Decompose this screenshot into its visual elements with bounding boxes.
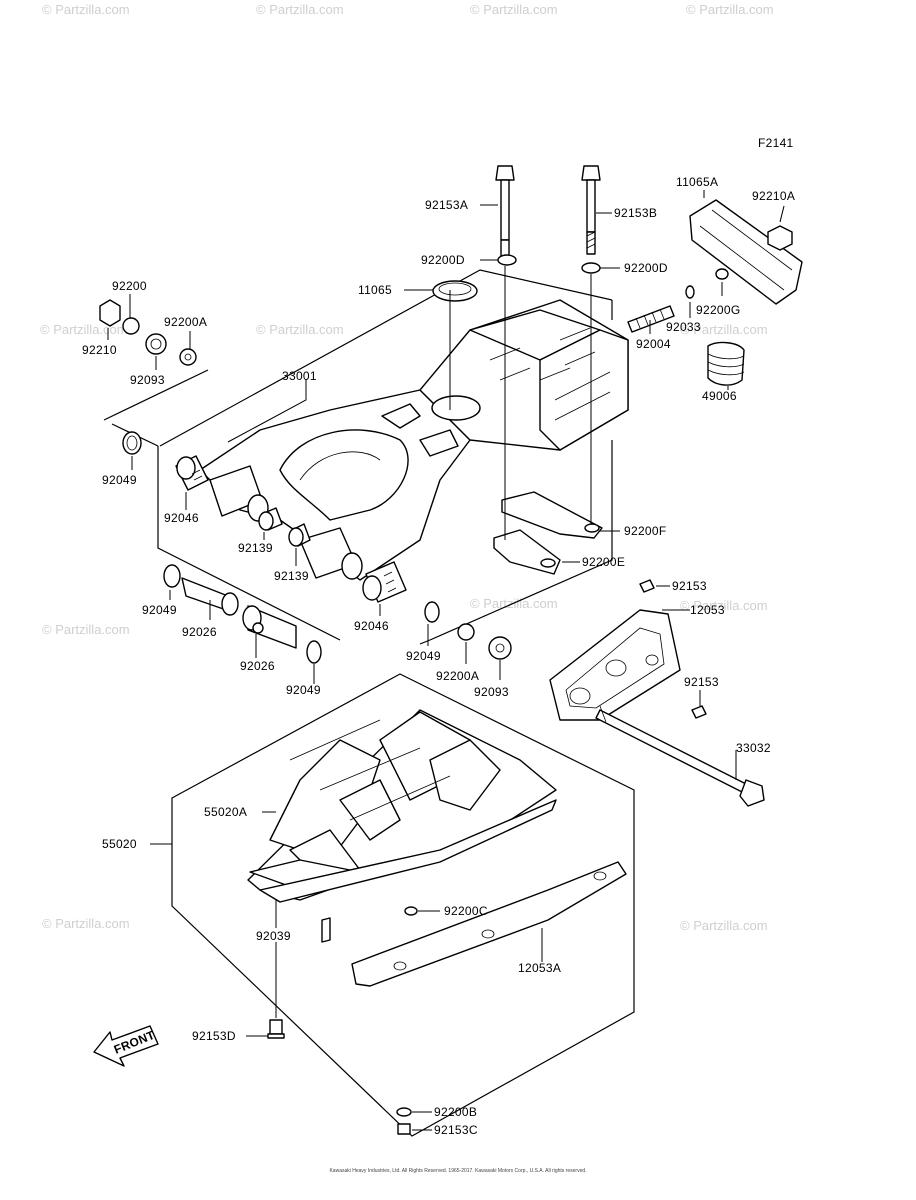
label-92049: 92049 — [406, 649, 441, 663]
washer-92093 — [145, 333, 167, 355]
rivet-92039 — [321, 917, 331, 943]
label-92093: 92093 — [474, 685, 509, 699]
watermark: © Partzilla.com — [256, 322, 344, 337]
skid-plate-outline — [171, 673, 635, 1137]
label-92200B: 92200B — [434, 1105, 477, 1119]
stud-92004 — [627, 305, 675, 333]
seal-92049 — [424, 601, 440, 623]
watermark: © Partzilla.com — [680, 322, 768, 337]
pivot-shaft-33032 — [595, 705, 765, 807]
label-92200A: 92200A — [436, 669, 479, 683]
watermark: © Partzilla.com — [680, 918, 768, 933]
label-92004: 92004 — [636, 337, 671, 351]
washer-92200G — [715, 268, 729, 280]
washer-92200C — [404, 906, 418, 916]
slider-12053A — [351, 861, 627, 987]
label-92153A: 92153A — [425, 198, 468, 212]
washer-92200D — [581, 262, 601, 274]
washer-92093 — [488, 636, 512, 660]
washer-92200D — [497, 254, 517, 266]
figure-code: F2141 — [758, 136, 794, 150]
label-92153: 92153 — [684, 675, 719, 689]
label-92200E: 92200E — [582, 555, 625, 569]
washer-92200A — [179, 348, 197, 366]
label-92049: 92049 — [286, 683, 321, 697]
label-92200D: 92200D — [624, 261, 668, 275]
label-92200F: 92200F — [624, 524, 667, 538]
label-92026: 92026 — [182, 625, 217, 639]
label-92046: 92046 — [164, 511, 199, 525]
label-92093: 92093 — [130, 373, 165, 387]
label-92200A: 92200A — [164, 315, 207, 329]
label-92153B: 92153B — [614, 206, 657, 220]
part-labels: 92153A 92153B 11065A 92210A 92200D 92200… — [82, 175, 795, 1137]
bushing-92046-left — [175, 455, 209, 491]
seal-92049 — [122, 431, 142, 455]
bolt-92153A — [495, 165, 515, 263]
label-33001: 33001 — [282, 369, 317, 383]
washer-92200 — [122, 317, 140, 335]
bracket-11065A — [689, 199, 803, 305]
watermark: © Partzilla.com — [42, 2, 130, 17]
washer-92200A — [457, 623, 475, 641]
label-92139: 92139 — [238, 541, 273, 555]
label-55020: 55020 — [102, 837, 137, 851]
watermark: © Partzilla.com — [40, 322, 128, 337]
nut-92210 — [99, 299, 121, 327]
label-12053A: 12053A — [518, 961, 561, 975]
label-92210A: 92210A — [752, 189, 795, 203]
watermark: © Partzilla.com — [680, 598, 768, 613]
bolt-92153 — [639, 579, 655, 593]
swingarm-outline — [103, 269, 613, 645]
label-92033: 92033 — [666, 320, 701, 334]
label-92200C: 92200C — [444, 904, 488, 918]
label-92026: 92026 — [240, 659, 275, 673]
label-92153: 92153 — [672, 579, 707, 593]
boot-49006 — [707, 341, 745, 386]
nut-92210A — [767, 225, 793, 251]
label-92153D: 92153D — [192, 1029, 236, 1043]
label-33032: 33032 — [736, 741, 771, 755]
front-arrow-icon: FRONT — [93, 1025, 159, 1067]
label-11065: 11065 — [358, 283, 392, 297]
label-12053: 12053 — [690, 603, 725, 617]
bolt-92153 — [691, 705, 707, 719]
label-92200: 92200 — [112, 279, 147, 293]
bushing-92046-right — [362, 561, 407, 603]
watermark: © Partzilla.com — [42, 622, 130, 637]
label-92200D: 92200D — [421, 253, 465, 267]
clip-92033 — [685, 285, 695, 299]
washer-92200B — [396, 1107, 412, 1117]
label-92049: 92049 — [142, 603, 177, 617]
label-55020A: 55020A — [204, 805, 247, 819]
leader-lines — [107, 190, 785, 1131]
pivot-parts-lower — [163, 564, 322, 664]
label-11065A: 11065A — [676, 175, 718, 189]
label-92046: 92046 — [354, 619, 389, 633]
watermark: © Partzilla.com — [686, 2, 774, 17]
cap-11065 — [432, 280, 478, 302]
plate-92200E — [493, 529, 561, 575]
label-92039: 92039 — [256, 929, 291, 943]
collar-92139 — [258, 507, 311, 547]
watermark: © Partzilla.com — [256, 2, 344, 17]
bolt-92153C — [397, 1123, 411, 1135]
plate-92200F — [501, 491, 603, 539]
copyright-notice: Kawasaki Heavy Industries, Ltd. All Righ… — [329, 1168, 587, 1174]
label-92153C: 92153C — [434, 1123, 478, 1137]
swingarm-33001 — [199, 299, 629, 581]
bolt-92153B — [581, 165, 601, 255]
watermark: © Partzilla.com — [42, 916, 130, 931]
skid-plate-55020 — [247, 709, 557, 903]
label-92210: 92210 — [82, 343, 117, 357]
label-92049: 92049 — [102, 473, 137, 487]
bolt-92153D — [267, 1019, 285, 1039]
chain-guide-12053 — [549, 609, 681, 721]
label-92200G: 92200G — [696, 303, 741, 317]
watermark: © Partzilla.com — [470, 2, 558, 17]
label-92139: 92139 — [274, 569, 309, 583]
label-49006: 49006 — [702, 389, 737, 403]
